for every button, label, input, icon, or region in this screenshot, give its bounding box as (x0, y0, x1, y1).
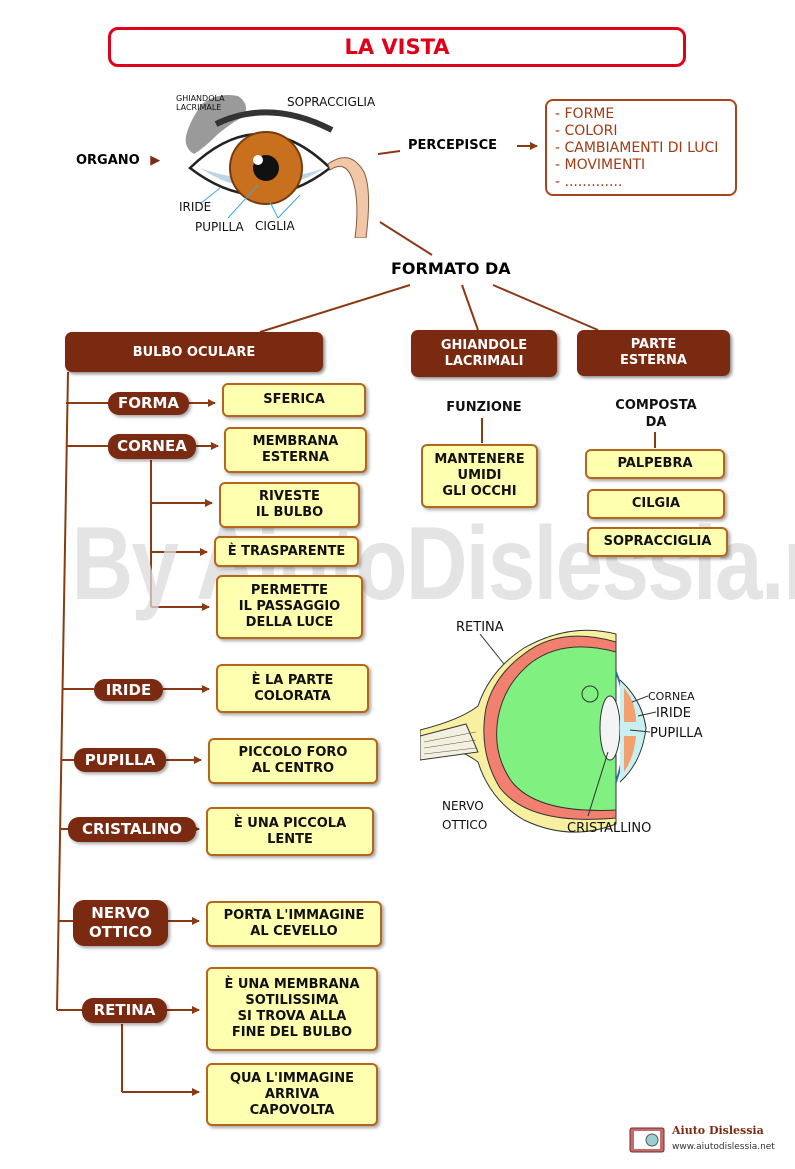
list-item: - FORME (555, 106, 615, 122)
label-pupilla-top: PUPILLA (195, 220, 244, 234)
pill-cornea: CORNEA (108, 434, 196, 459)
label-iride-top: IRIDE (179, 200, 212, 214)
label-cristallino: CRISTALLINO (567, 821, 652, 836)
pill-nervo-ottico: NERVO OTTICO (73, 900, 168, 946)
organo-label: ORGANO ▶ (76, 153, 160, 168)
box-parte-colorata: È LA PARTE COLORATA (216, 664, 369, 713)
pill-iride: IRIDE (94, 679, 163, 701)
footer-brand: Aiuto Dislessia (672, 1124, 764, 1137)
box-sferica: SFERICA (222, 383, 366, 417)
watermark: By AiutoDislessia.net (71, 506, 795, 622)
highlight-shape (253, 155, 263, 165)
box-cilgia: CILGIA (587, 489, 725, 519)
eye-cross-section-diagram (420, 629, 657, 833)
external-eye-illustration (185, 95, 370, 238)
percepisce-label: PERCEPISCE (408, 138, 497, 153)
label-pupilla: PUPILLA (650, 726, 703, 741)
list-item: - CAMBIAMENTI DI LUCI (555, 140, 719, 156)
nose-shape (327, 157, 370, 238)
list-item: - MOVIMENTI (555, 157, 646, 173)
formato-da-label: FORMATO DA (391, 259, 511, 278)
list-item: - ............. (555, 174, 623, 190)
box-permette-passaggio: PERMETTE IL PASSAGGIO DELLA LUCE (216, 575, 363, 639)
footer-logo: Aiuto Dislessia www.aiutodislessia.net (628, 1122, 778, 1158)
percepisce-list: - FORME - COLORI - CAMBIAMENTI DI LUCI -… (545, 99, 737, 196)
label-retina: RETINA (456, 620, 504, 635)
box-immagine-capovolta: QUA L'IMMAGINE ARRIVA CAPOVOLTA (206, 1063, 378, 1126)
triangle-right-icon: ▶ (150, 153, 161, 168)
footer-url: www.aiutodislessia.net (672, 1142, 775, 1152)
box-palpebra: PALPEBRA (585, 449, 725, 479)
funzione-label: FUNZIONE (446, 400, 522, 415)
box-membrana-sottilissima: È UNA MEMBRANA SOTILISSIMA SI TROVA ALLA… (206, 967, 378, 1051)
composta-da-label: COMPOSTA DA (615, 398, 697, 430)
pill-forma: FORMA (108, 392, 189, 415)
box-piccolo-foro: PICCOLO FORO AL CENTRO (208, 738, 378, 784)
box-membrana-esterna: MEMBRANA ESTERNA (224, 427, 367, 473)
box-mantenere-umidi: MANTENERE UMIDI GLI OCCHI (421, 444, 538, 508)
organo-text: ORGANO (76, 153, 140, 168)
label-nervo-ottico: NERVO OTTICO (442, 799, 488, 832)
book-icon (629, 1127, 665, 1153)
lacrimal-gland-shape (185, 95, 246, 154)
list-item: - COLORI (555, 123, 618, 139)
box-porta-immagine: PORTA L'IMMAGINE AL CEVELLO (206, 901, 382, 947)
bulbo-oculare-header: BULBO OCULARE (65, 332, 323, 372)
ghiandole-lacrimali-header: GHIANDOLE LACRIMALI (411, 330, 557, 377)
label-cornea: CORNEA (648, 690, 695, 703)
label-sopracciglia: SOPRACCIGLIA (287, 95, 376, 109)
box-riveste-bulbo: RIVESTE IL BULBO (219, 482, 360, 528)
box-piccola-lente: È UNA PICCOLA LENTE (206, 807, 374, 856)
label-ciglia-top: CIGLIA (255, 219, 295, 233)
box-sopracciglia: SOPRACCIGLIA (587, 527, 728, 557)
parte-esterna-header: PARTE ESTERNA (577, 330, 730, 376)
pill-pupilla: PUPILLA (74, 748, 166, 772)
lower-lid-shade (200, 168, 325, 188)
page-title: LA VISTA (108, 27, 686, 67)
label-ghiandola: GHIANDOLA LACRIMALE (176, 94, 225, 112)
pill-retina: RETINA (82, 998, 167, 1023)
label-iride: IRIDE (656, 706, 691, 721)
eyebrow-shape (214, 109, 334, 133)
box-trasparente: È TRASPARENTE (214, 536, 359, 567)
pill-cristalino: CRISTALINO (68, 817, 196, 842)
